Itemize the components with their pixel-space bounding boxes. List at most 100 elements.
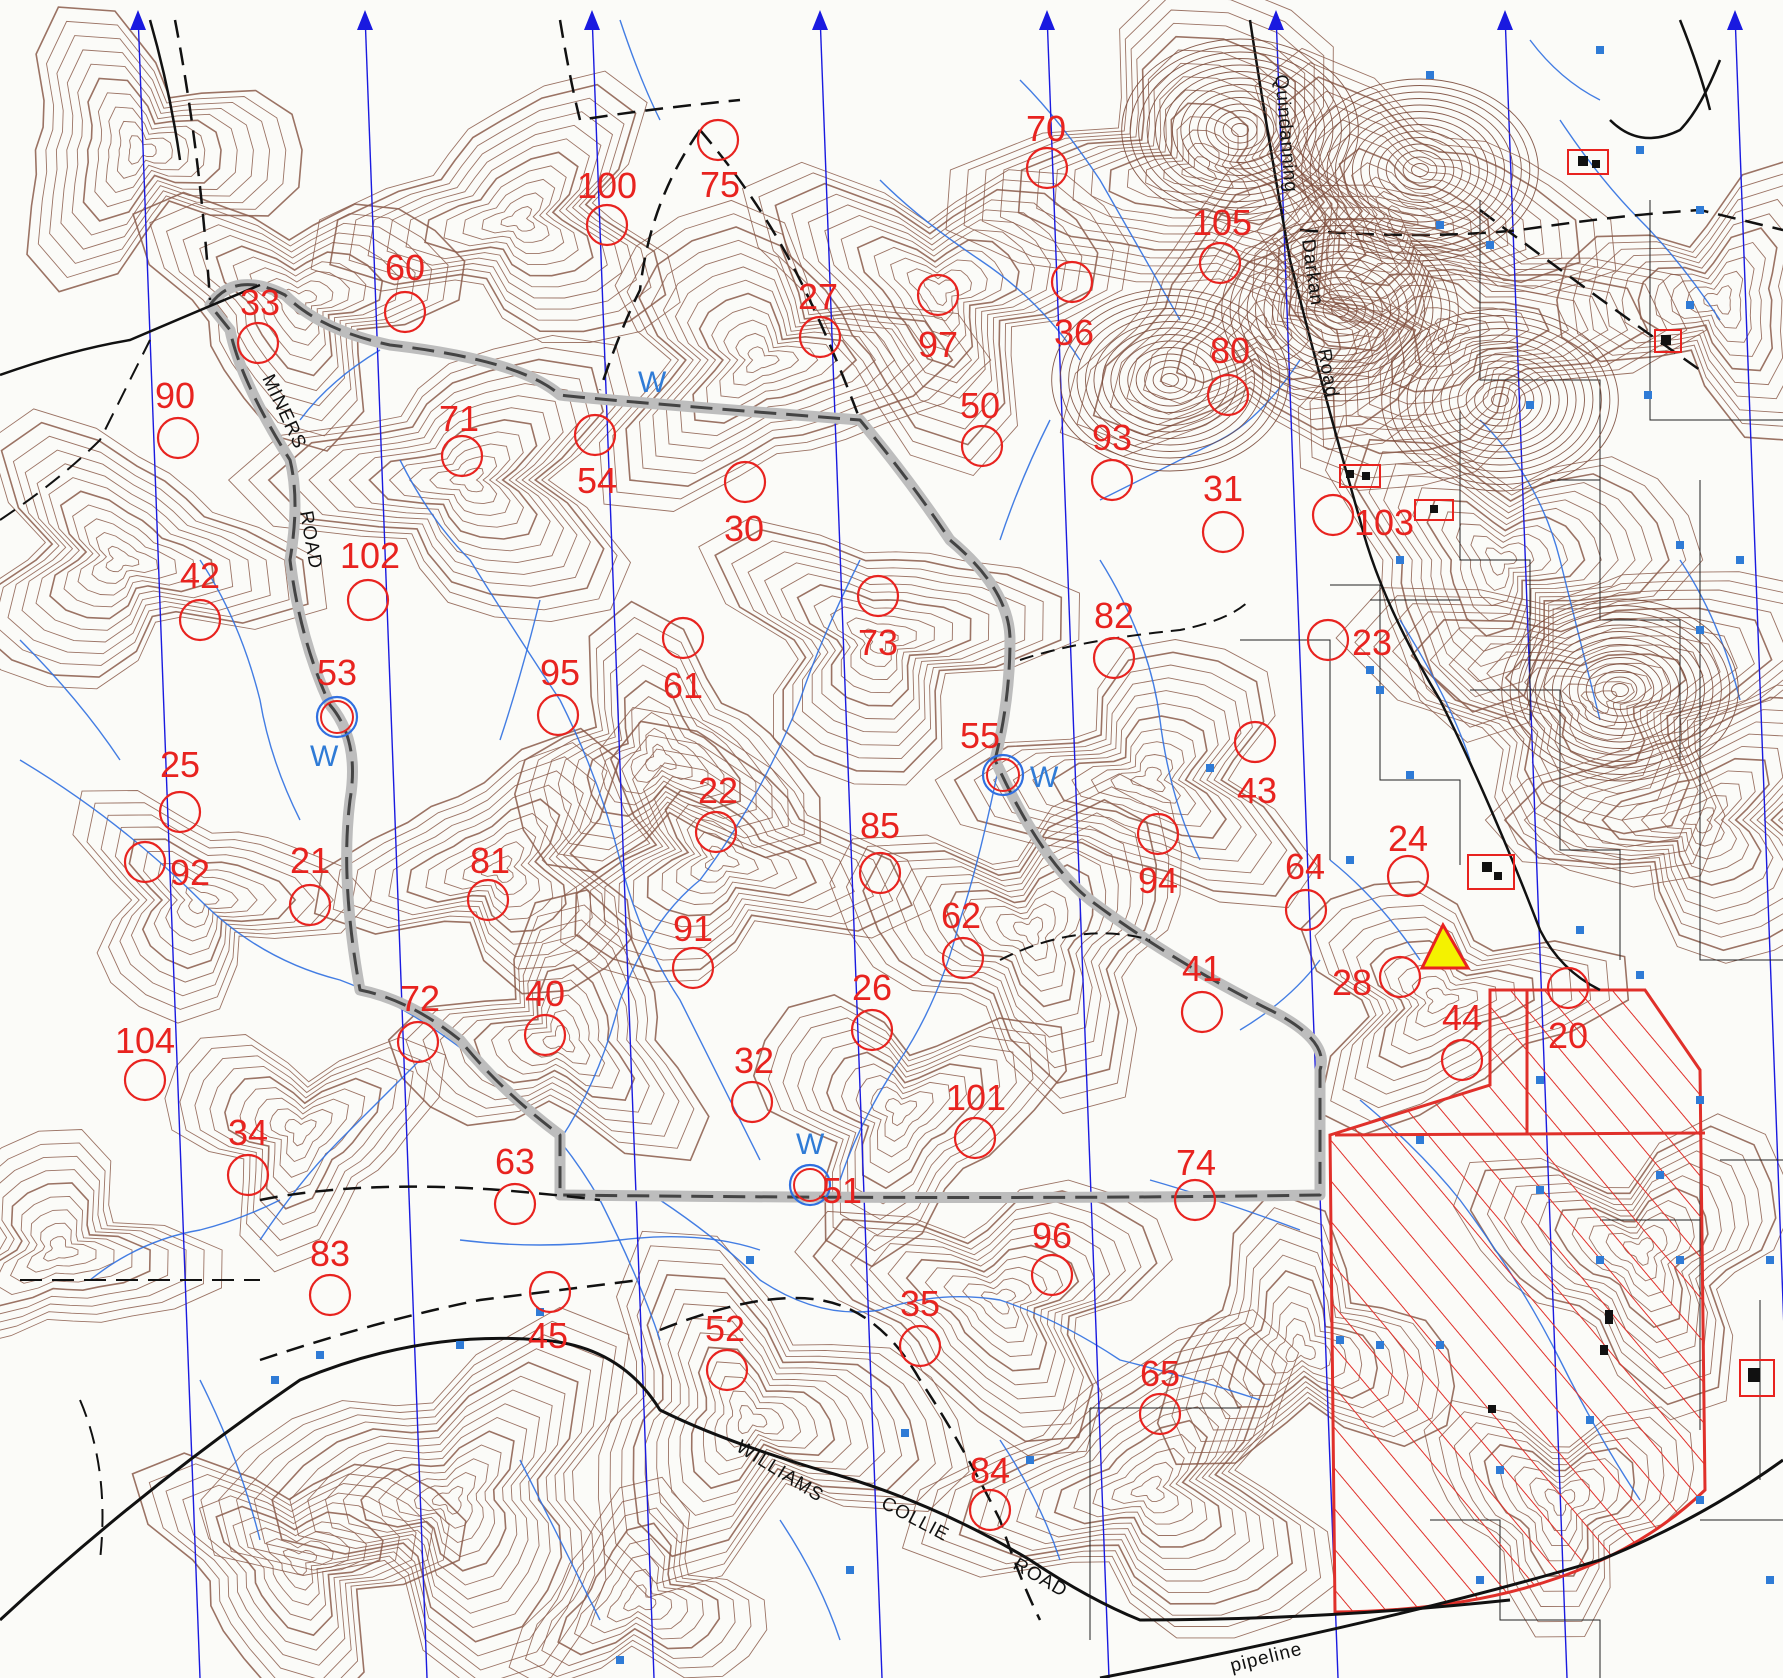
contour-line — [1032, 702, 1242, 851]
site-marker-104[interactable]: 104 — [115, 1020, 175, 1102]
site-marker-71[interactable]: 71 — [439, 398, 484, 478]
site-marker-30[interactable]: 30 — [723, 460, 767, 549]
site-marker-94[interactable]: 94 — [1136, 812, 1180, 901]
site-marker-72[interactable]: 72 — [396, 978, 440, 1064]
site-marker-63[interactable]: 63 — [493, 1141, 537, 1226]
site-marker-44[interactable]: 44 — [1440, 997, 1484, 1082]
site-marker-82[interactable]: 82 — [1092, 595, 1136, 680]
site-circle-icon — [856, 574, 900, 618]
site-marker-42[interactable]: 42 — [178, 555, 222, 642]
site-marker-50[interactable]: 50 — [960, 385, 1004, 468]
site-marker-41[interactable]: 41 — [1180, 948, 1224, 1034]
site-label: 91 — [673, 908, 713, 949]
site-circle-icon — [793, 1168, 827, 1202]
contour-line — [1457, 367, 1543, 433]
contour-line — [82, 77, 222, 222]
site-circle-icon — [288, 883, 332, 927]
site-marker-26[interactable]: 26 — [850, 967, 894, 1052]
site-marker-102[interactable]: 102 — [340, 535, 400, 622]
contour-line — [945, 864, 1094, 1008]
site-marker-81[interactable]: 81 — [466, 840, 510, 922]
contour-line — [780, 573, 990, 720]
contour-line — [1246, 238, 1434, 382]
site-marker-24[interactable]: 24 — [1386, 818, 1430, 898]
site-marker-65[interactable]: 65 — [1138, 1353, 1182, 1436]
site-marker-74[interactable]: 74 — [1173, 1142, 1217, 1222]
site-marker-83[interactable]: 83 — [308, 1233, 352, 1317]
contour-line — [807, 204, 1067, 415]
site-marker-28[interactable]: 28 — [1332, 955, 1422, 1003]
contour-line — [1686, 270, 1744, 329]
site-marker-84[interactable]: 84 — [968, 1450, 1012, 1532]
site-marker-34[interactable]: 34 — [226, 1112, 270, 1197]
contour-line — [282, 1548, 318, 1576]
site-circle-icon — [523, 1013, 567, 1057]
contour-line — [328, 395, 565, 564]
stream — [1479, 419, 1601, 721]
site-marker-64[interactable]: 64 — [1284, 846, 1328, 932]
site-marker-31[interactable]: 31 — [1201, 468, 1245, 554]
site-marker-100[interactable]: 100 — [577, 165, 637, 247]
contour-line — [1271, 195, 1688, 479]
site-marker-53[interactable]: 53 — [315, 652, 359, 739]
site-marker-54[interactable]: 54 — [573, 413, 617, 501]
site-marker-33[interactable]: 33 — [236, 282, 280, 365]
site-label: 92 — [170, 852, 210, 893]
site-marker-75[interactable]: 75 — [696, 118, 740, 205]
contour-line — [1073, 1434, 1208, 1536]
site-circle-icon — [1284, 888, 1328, 932]
site-marker-23[interactable]: 23 — [1306, 618, 1392, 663]
site-marker-22[interactable]: 22 — [694, 770, 738, 854]
site-marker-25[interactable]: 25 — [158, 744, 202, 834]
contour-line — [1129, 766, 1166, 793]
site-marker-105[interactable]: 105 — [1192, 202, 1252, 285]
site-marker-21[interactable]: 21 — [288, 840, 332, 927]
contour-line — [105, 545, 140, 573]
site-marker-35[interactable]: 35 — [898, 1283, 942, 1368]
contour-line — [1410, 607, 1773, 835]
site-marker-91[interactable]: 91 — [671, 908, 715, 990]
site-marker-96[interactable]: 96 — [1030, 1215, 1074, 1297]
site-circle-icon — [383, 290, 427, 334]
contour-line — [1582, 745, 1783, 899]
site-label: 70 — [1026, 108, 1066, 149]
site-marker-43[interactable]: 43 — [1233, 720, 1277, 811]
water-point-icon — [1596, 46, 1604, 54]
contour-line — [232, 1516, 367, 1621]
water-label: W — [796, 1128, 825, 1161]
site-marker-36[interactable]: 36 — [1050, 260, 1094, 353]
site-marker-62[interactable]: 62 — [941, 895, 985, 980]
site-marker-97[interactable]: 97 — [916, 273, 960, 365]
contour-line — [981, 9, 1400, 302]
site-marker-103[interactable]: 103 — [1311, 493, 1414, 543]
contour-line — [645, 743, 677, 772]
site-marker-73[interactable]: 73 — [856, 574, 900, 663]
site-marker-60[interactable]: 60 — [383, 247, 427, 334]
site-marker-95[interactable]: 95 — [536, 652, 580, 737]
contour-line — [1351, 117, 1489, 223]
site-marker-51[interactable]: 51 — [788, 1163, 862, 1211]
site-marker-45[interactable]: 45 — [528, 1270, 572, 1356]
site-marker-55[interactable]: 55 — [960, 715, 1025, 797]
contour-line — [179, 1044, 430, 1257]
contour-line — [405, 904, 695, 1149]
site-marker-61[interactable]: 61 — [661, 616, 705, 706]
site-label: 27 — [798, 276, 838, 317]
site-marker-93[interactable]: 93 — [1090, 417, 1134, 502]
site-marker-85[interactable]: 85 — [858, 805, 902, 895]
site-marker-20[interactable]: 20 — [1546, 966, 1590, 1056]
contour-line — [705, 845, 740, 872]
site-marker-80[interactable]: 80 — [1206, 330, 1250, 417]
site-marker-27[interactable]: 27 — [798, 276, 842, 359]
site-marker-101[interactable]: 101 — [946, 1077, 1006, 1160]
site-marker-52[interactable]: 52 — [705, 1308, 749, 1392]
contour-line — [128, 838, 297, 970]
site-marker-40[interactable]: 40 — [523, 973, 567, 1057]
site-marker-70[interactable]: 70 — [1025, 108, 1069, 190]
site-marker-92[interactable]: 92 — [123, 840, 210, 893]
contour-line — [980, 1288, 1017, 1315]
contour-line — [598, 199, 992, 512]
contour-line — [1474, 380, 1526, 420]
site-marker-32[interactable]: 32 — [730, 1040, 774, 1124]
site-marker-90[interactable]: 90 — [155, 375, 200, 460]
